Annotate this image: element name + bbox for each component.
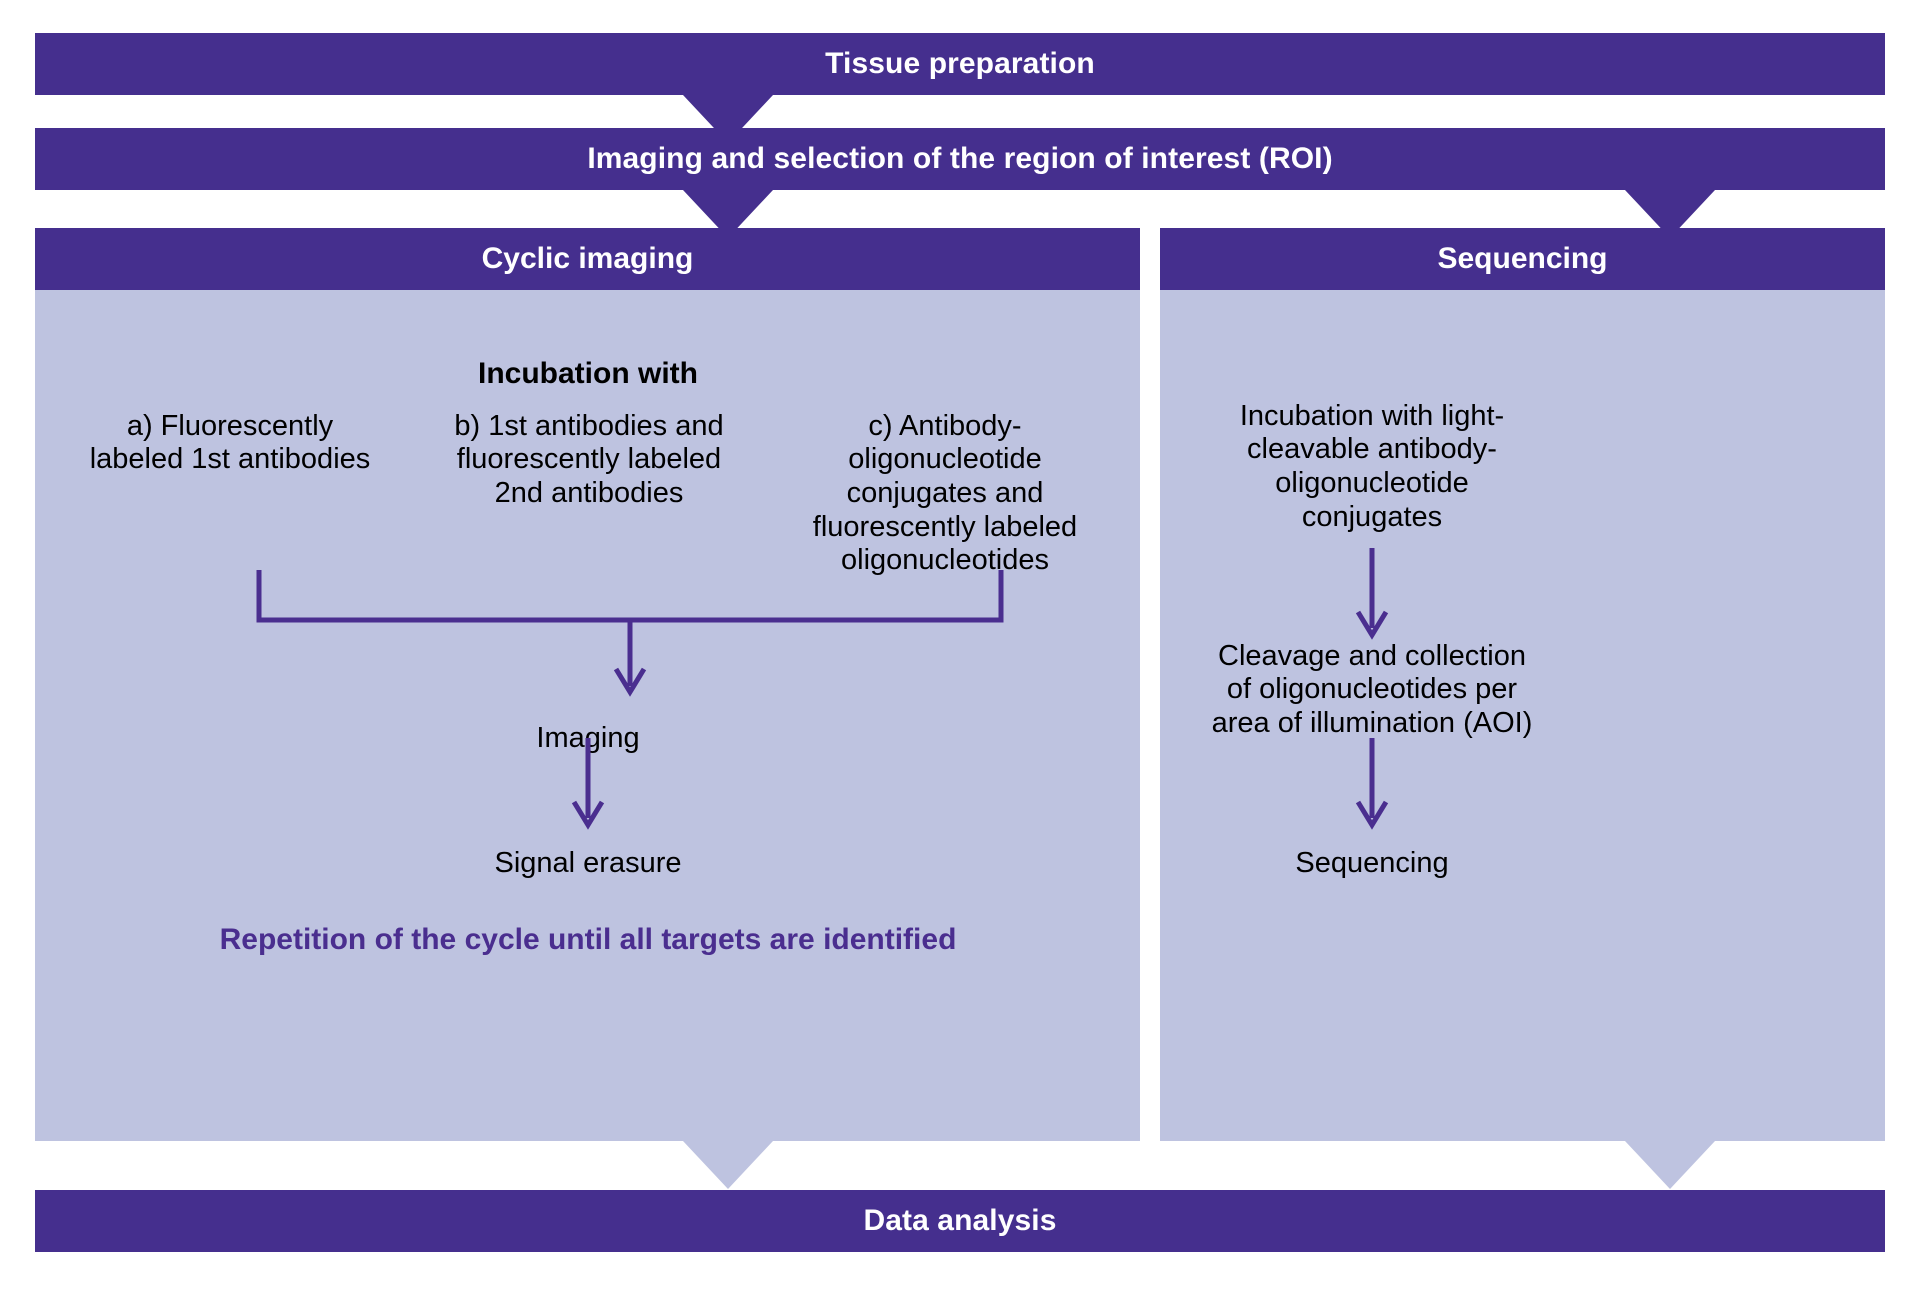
step-signal-erasure-label: Signal erasure	[494, 846, 682, 879]
option-a-label: a) Fluorescently labeled 1st antibodies	[89, 409, 371, 476]
arrow-cyclic-to-data-analysis	[683, 1141, 773, 1189]
option-c-label: c) Antibody- oligonucleotide conjugates …	[812, 409, 1078, 577]
sequencing-step-1-label: Incubation with light- cleavable antibod…	[1239, 399, 1505, 533]
panel-sequencing-header-label: Sequencing	[1437, 242, 1608, 275]
panel-cyclic-imaging-header-label: Cyclic imaging	[481, 242, 694, 275]
repetition-note-label: Repetition of the cycle until all target…	[219, 922, 957, 956]
incubation-title-label: Incubation with	[478, 356, 698, 390]
arrow-imaging-to-erasure	[571, 738, 605, 830]
panel-sequencing-body	[1160, 290, 1885, 1141]
panel-sequencing: Sequencing Incubation with light- cleava…	[1160, 228, 1885, 1141]
bar-roi-selection-label: Imaging and selection of the region of i…	[587, 142, 1333, 175]
bar-roi-selection: Imaging and selection of the region of i…	[35, 128, 1885, 190]
bar-tissue-preparation: Tissue preparation	[35, 33, 1885, 95]
panel-cyclic-imaging: Cyclic imaging Incubation with a) Fluore…	[35, 228, 1140, 1141]
sequencing-step-3-label: Sequencing	[1295, 846, 1449, 879]
merge-bracket-arrow	[256, 570, 1004, 697]
option-c-text: c) Antibody- oligonucleotide conjugates …	[775, 376, 1115, 578]
arrow-sequencing-1-to-2	[1355, 548, 1389, 640]
panel-sequencing-header: Sequencing	[1160, 228, 1885, 290]
option-b-label: b) 1st antibodies and fluorescently labe…	[454, 409, 724, 509]
repetition-note: Repetition of the cycle until all target…	[65, 888, 1111, 958]
sequencing-step-1: Incubation with light- cleavable antibod…	[1172, 366, 1572, 534]
bar-data-analysis-label: Data analysis	[863, 1204, 1057, 1237]
step-signal-erasure: Signal erasure	[430, 813, 746, 880]
bar-tissue-preparation-label: Tissue preparation	[825, 47, 1095, 80]
sequencing-step-2: Cleavage and collection of oligonucleoti…	[1162, 606, 1582, 741]
panel-cyclic-imaging-body	[35, 290, 1140, 1141]
option-a-text: a) Fluorescently labeled 1st antibodies	[55, 376, 405, 477]
option-b-text: b) 1st antibodies and fluorescently labe…	[411, 376, 767, 511]
incubation-title: Incubation with	[425, 322, 751, 392]
arrow-sequencing-to-data-analysis	[1625, 1141, 1715, 1189]
sequencing-step-2-label: Cleavage and collection of oligonucleoti…	[1211, 639, 1533, 739]
bar-data-analysis: Data analysis	[35, 1190, 1885, 1252]
panel-cyclic-imaging-header: Cyclic imaging	[35, 228, 1140, 290]
arrow-sequencing-2-to-3	[1355, 738, 1389, 830]
sequencing-step-3: Sequencing	[1172, 813, 1572, 880]
